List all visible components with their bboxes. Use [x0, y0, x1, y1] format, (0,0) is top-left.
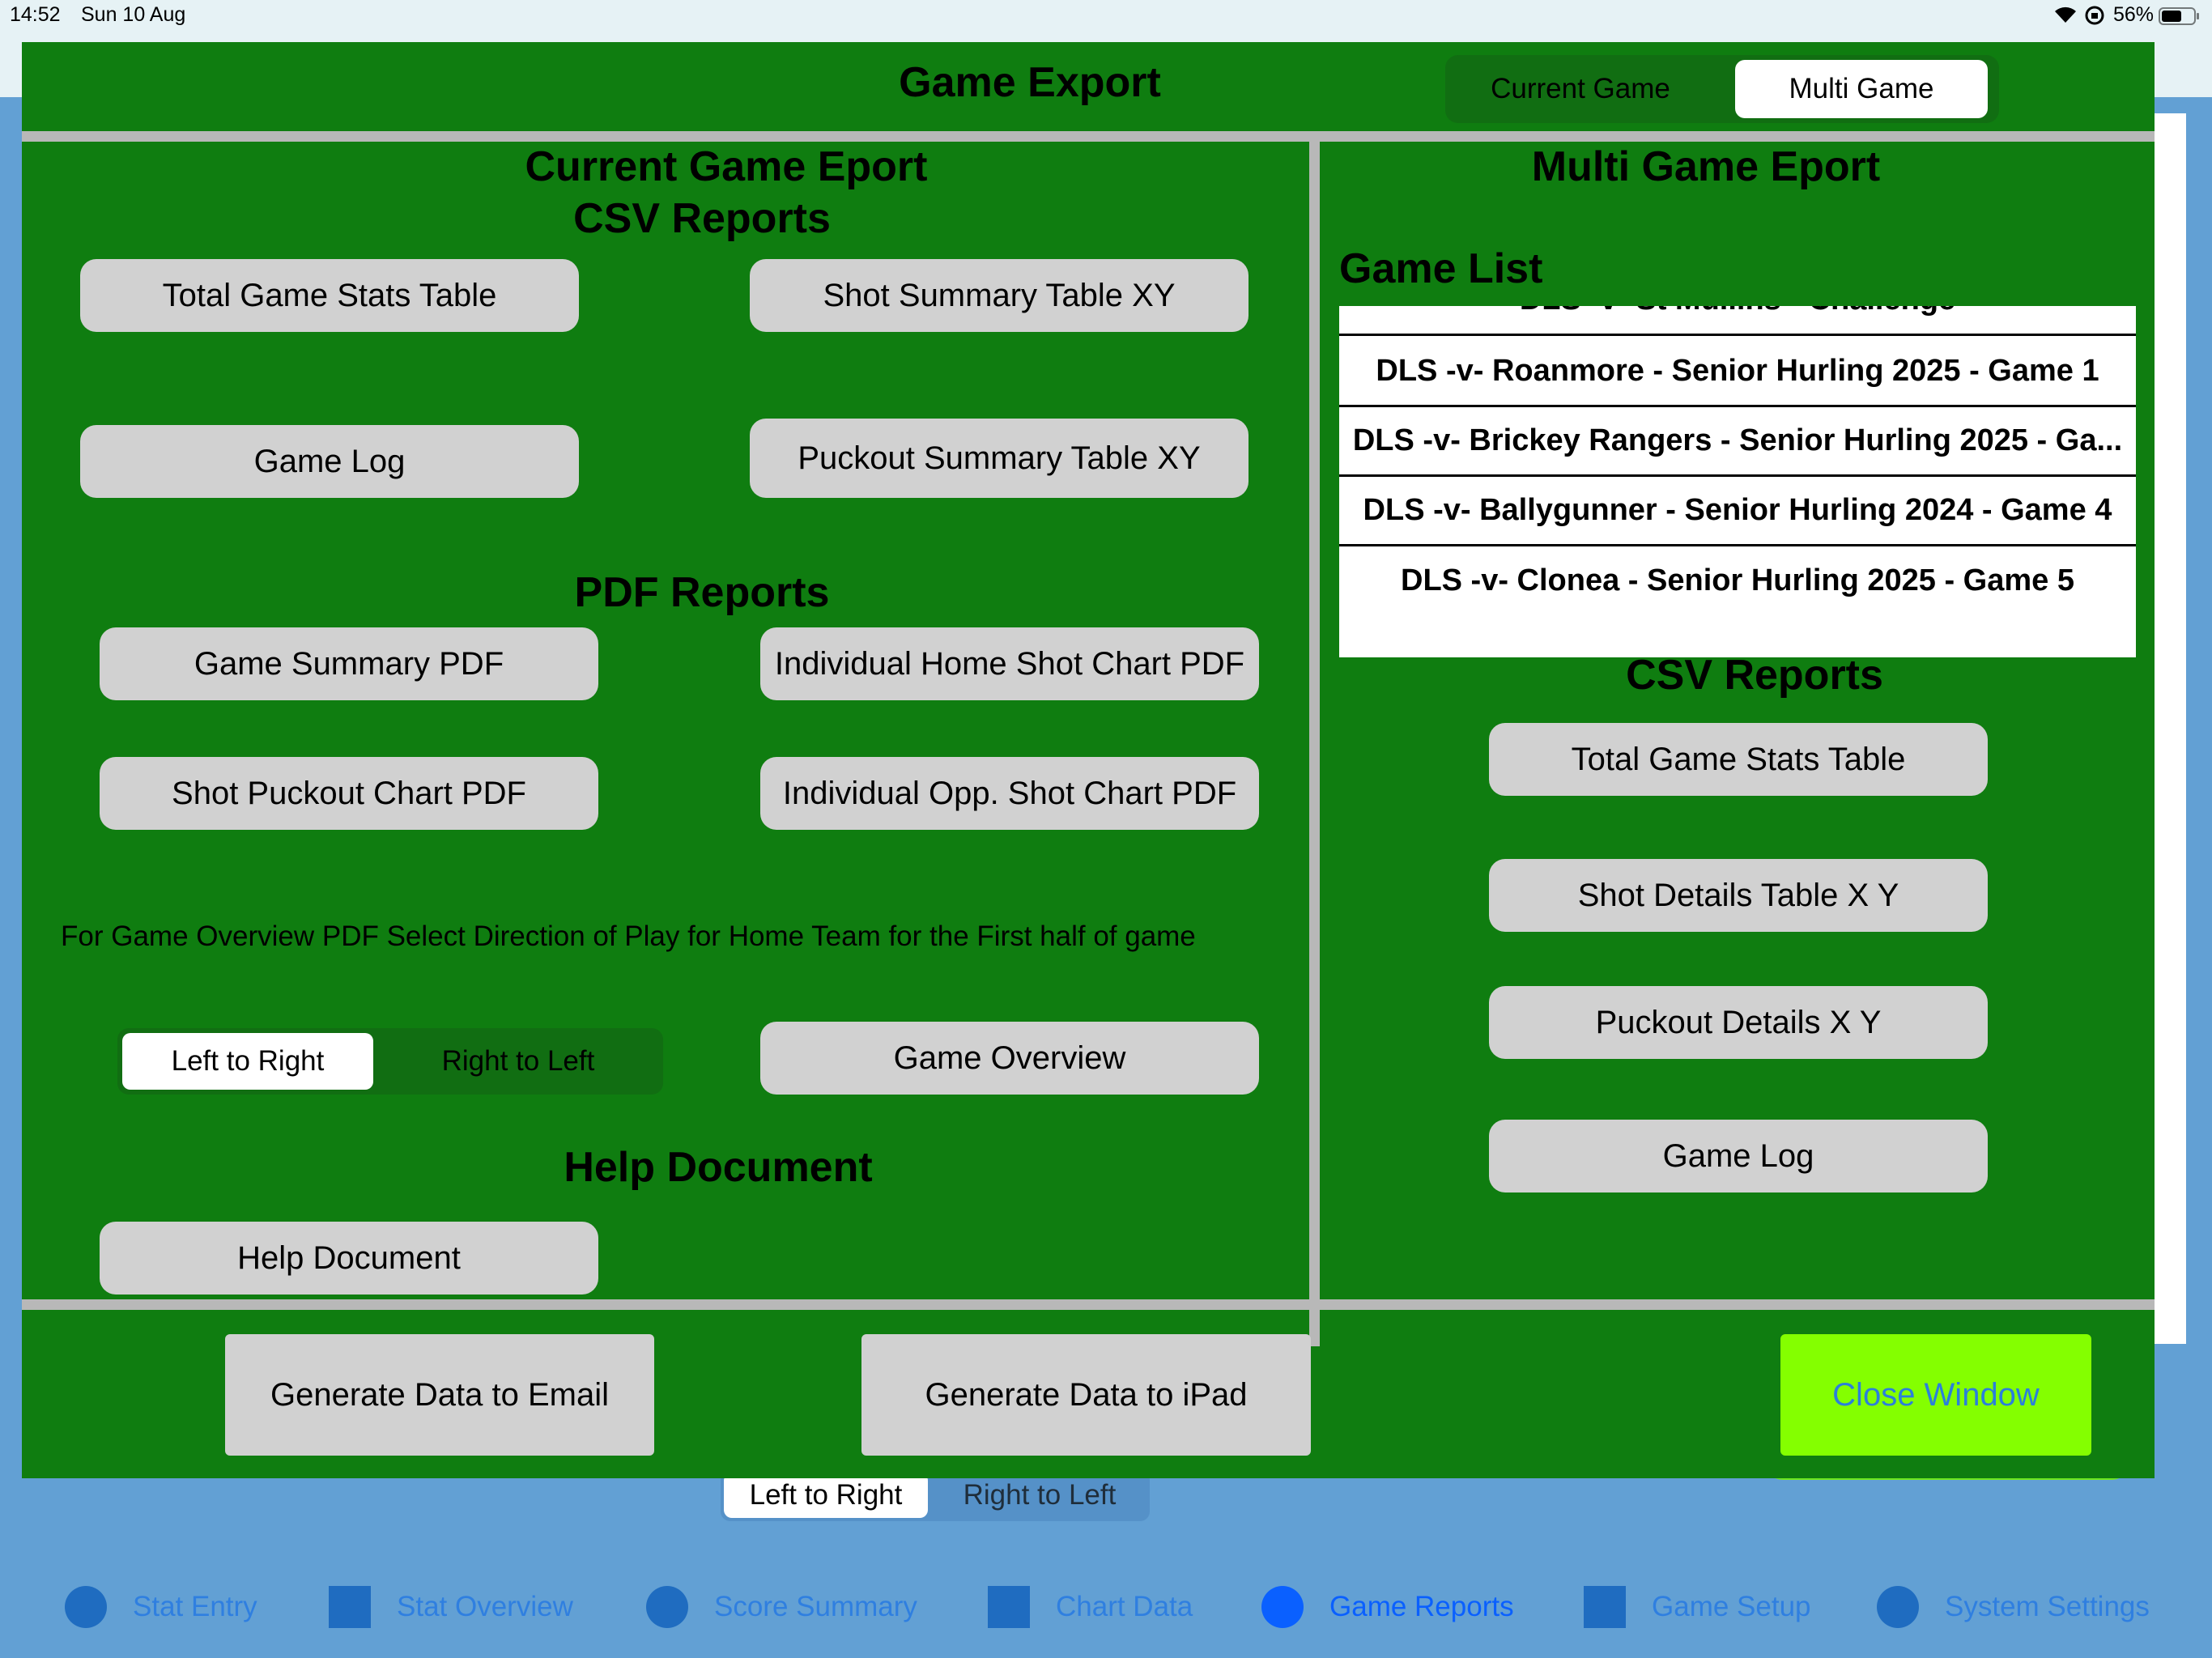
generate-email-button[interactable]: Generate Data to Email	[225, 1334, 654, 1456]
tab-label: Game Reports	[1329, 1591, 1514, 1622]
home-shot-chart-pdf-button[interactable]: Individual Home Shot Chart PDF	[760, 627, 1259, 700]
tab-score-summary[interactable]: Score Summary	[646, 1583, 917, 1631]
square-icon	[988, 1586, 1030, 1628]
current-game-export-title: Current Game Eport	[525, 143, 928, 190]
puckout-summary-table-button[interactable]: Puckout Summary Table XY	[750, 419, 1249, 498]
circle-icon	[646, 1586, 688, 1628]
shot-summary-table-button[interactable]: Shot Summary Table XY	[750, 259, 1249, 332]
tab-system-settings[interactable]: System Settings	[1877, 1583, 2150, 1631]
close-window-button[interactable]: Close Window	[1780, 1334, 2091, 1456]
game-summary-pdf-button[interactable]: Game Summary PDF	[100, 627, 598, 700]
footer-divider	[22, 1299, 2155, 1310]
column-divider	[1309, 142, 1320, 1346]
background-right-to-left[interactable]: Right to Left	[963, 1479, 1117, 1511]
tab-stat-overview[interactable]: Stat Overview	[329, 1583, 573, 1631]
right-to-left-option[interactable]: Right to Left	[441, 1045, 595, 1077]
tab-stat-entry[interactable]: Stat Entry	[65, 1583, 257, 1631]
tab-label: Stat Overview	[397, 1591, 573, 1622]
shot-details-table-button[interactable]: Shot Details Table X Y	[1489, 859, 1988, 932]
status-date: Sun 10 Aug	[81, 3, 186, 26]
left-csv-heading: CSV Reports	[573, 195, 831, 242]
help-document-button[interactable]: Help Document	[100, 1222, 598, 1295]
battery-percent: 56%	[2113, 3, 2155, 26]
list-item[interactable]: DLS -v- St Mullins - Challenge	[1339, 306, 2136, 336]
modal-title: Game Export	[899, 59, 1161, 106]
right-csv-heading: CSV Reports	[1626, 652, 1883, 699]
status-bar: 14:52 Sun 10 Aug 56%	[0, 0, 2212, 34]
game-list-heading: Game List	[1339, 245, 1543, 292]
wifi-icon	[2053, 5, 2078, 30]
multi-game-option[interactable]: Multi Game	[1735, 60, 1988, 118]
multi-game-export-title: Multi Game Eport	[1531, 143, 1881, 190]
tab-label: System Settings	[1945, 1591, 2150, 1622]
puckout-details-button[interactable]: Puckout Details X Y	[1489, 986, 1988, 1059]
direction-of-play-segment[interactable]: Left to Right Right to Left	[117, 1028, 663, 1095]
tab-game-reports[interactable]: Game Reports	[1261, 1583, 1514, 1631]
list-item[interactable]: DLS -v- Ballygunner - Senior Hurling 202…	[1339, 477, 2136, 546]
tab-label: Game Setup	[1652, 1591, 1811, 1622]
game-overview-button[interactable]: Game Overview	[760, 1022, 1259, 1095]
list-item[interactable]: DLS -v- Clonea - Senior Hurling 2025 - G…	[1401, 563, 2074, 597]
tab-label: Stat Entry	[133, 1591, 257, 1622]
left-to-right-option[interactable]: Left to Right	[122, 1033, 373, 1090]
status-time: 14:52	[10, 3, 61, 26]
background-left-to-right[interactable]: Left to Right	[724, 1473, 928, 1518]
total-game-stats-table-button[interactable]: Total Game Stats Table	[80, 259, 579, 332]
export-mode-segment[interactable]: Current Game Multi Game	[1445, 55, 1999, 123]
list-item[interactable]: DLS -v- Brickey Rangers - Senior Hurling…	[1339, 407, 2136, 477]
background-app-panel	[2154, 113, 2186, 1344]
square-icon	[329, 1586, 371, 1628]
tab-label: Chart Data	[1056, 1591, 1193, 1622]
pdf-reports-heading: PDF Reports	[574, 569, 830, 616]
header-divider	[22, 131, 2155, 142]
shot-puckout-chart-pdf-button[interactable]: Shot Puckout Chart PDF	[100, 757, 598, 830]
square-icon	[1584, 1586, 1626, 1628]
list-item[interactable]: DLS -v- Roanmore - Senior Hurling 2025 -…	[1339, 337, 2136, 407]
overview-direction-note: For Game Overview PDF Select Direction o…	[61, 920, 1196, 952]
help-document-heading: Help Document	[564, 1144, 873, 1191]
modal-header: Game Export Current Game Multi Game	[22, 42, 2155, 131]
battery-icon	[2159, 7, 2201, 31]
generate-ipad-button[interactable]: Generate Data to iPad	[861, 1334, 1311, 1456]
opp-shot-chart-pdf-button[interactable]: Individual Opp. Shot Chart PDF	[760, 757, 1259, 830]
circle-icon	[1261, 1586, 1304, 1628]
game-log-button[interactable]: Game Log	[80, 425, 579, 498]
tab-chart-data[interactable]: Chart Data	[988, 1583, 1193, 1631]
multi-total-game-stats-button[interactable]: Total Game Stats Table	[1489, 723, 1988, 796]
orientation-lock-icon	[2084, 5, 2105, 32]
multi-game-log-button[interactable]: Game Log	[1489, 1120, 1988, 1192]
game-export-modal: Game Export Current Game Multi Game Curr…	[22, 42, 2155, 1478]
game-list[interactable]: DLS -v- St Mullins - Challenge DLS -v- R…	[1339, 306, 2136, 657]
circle-icon	[65, 1586, 107, 1628]
tab-label: Score Summary	[714, 1591, 917, 1622]
tab-game-setup[interactable]: Game Setup	[1584, 1583, 1811, 1631]
current-game-option[interactable]: Current Game	[1491, 73, 1670, 104]
circle-icon	[1877, 1586, 1919, 1628]
